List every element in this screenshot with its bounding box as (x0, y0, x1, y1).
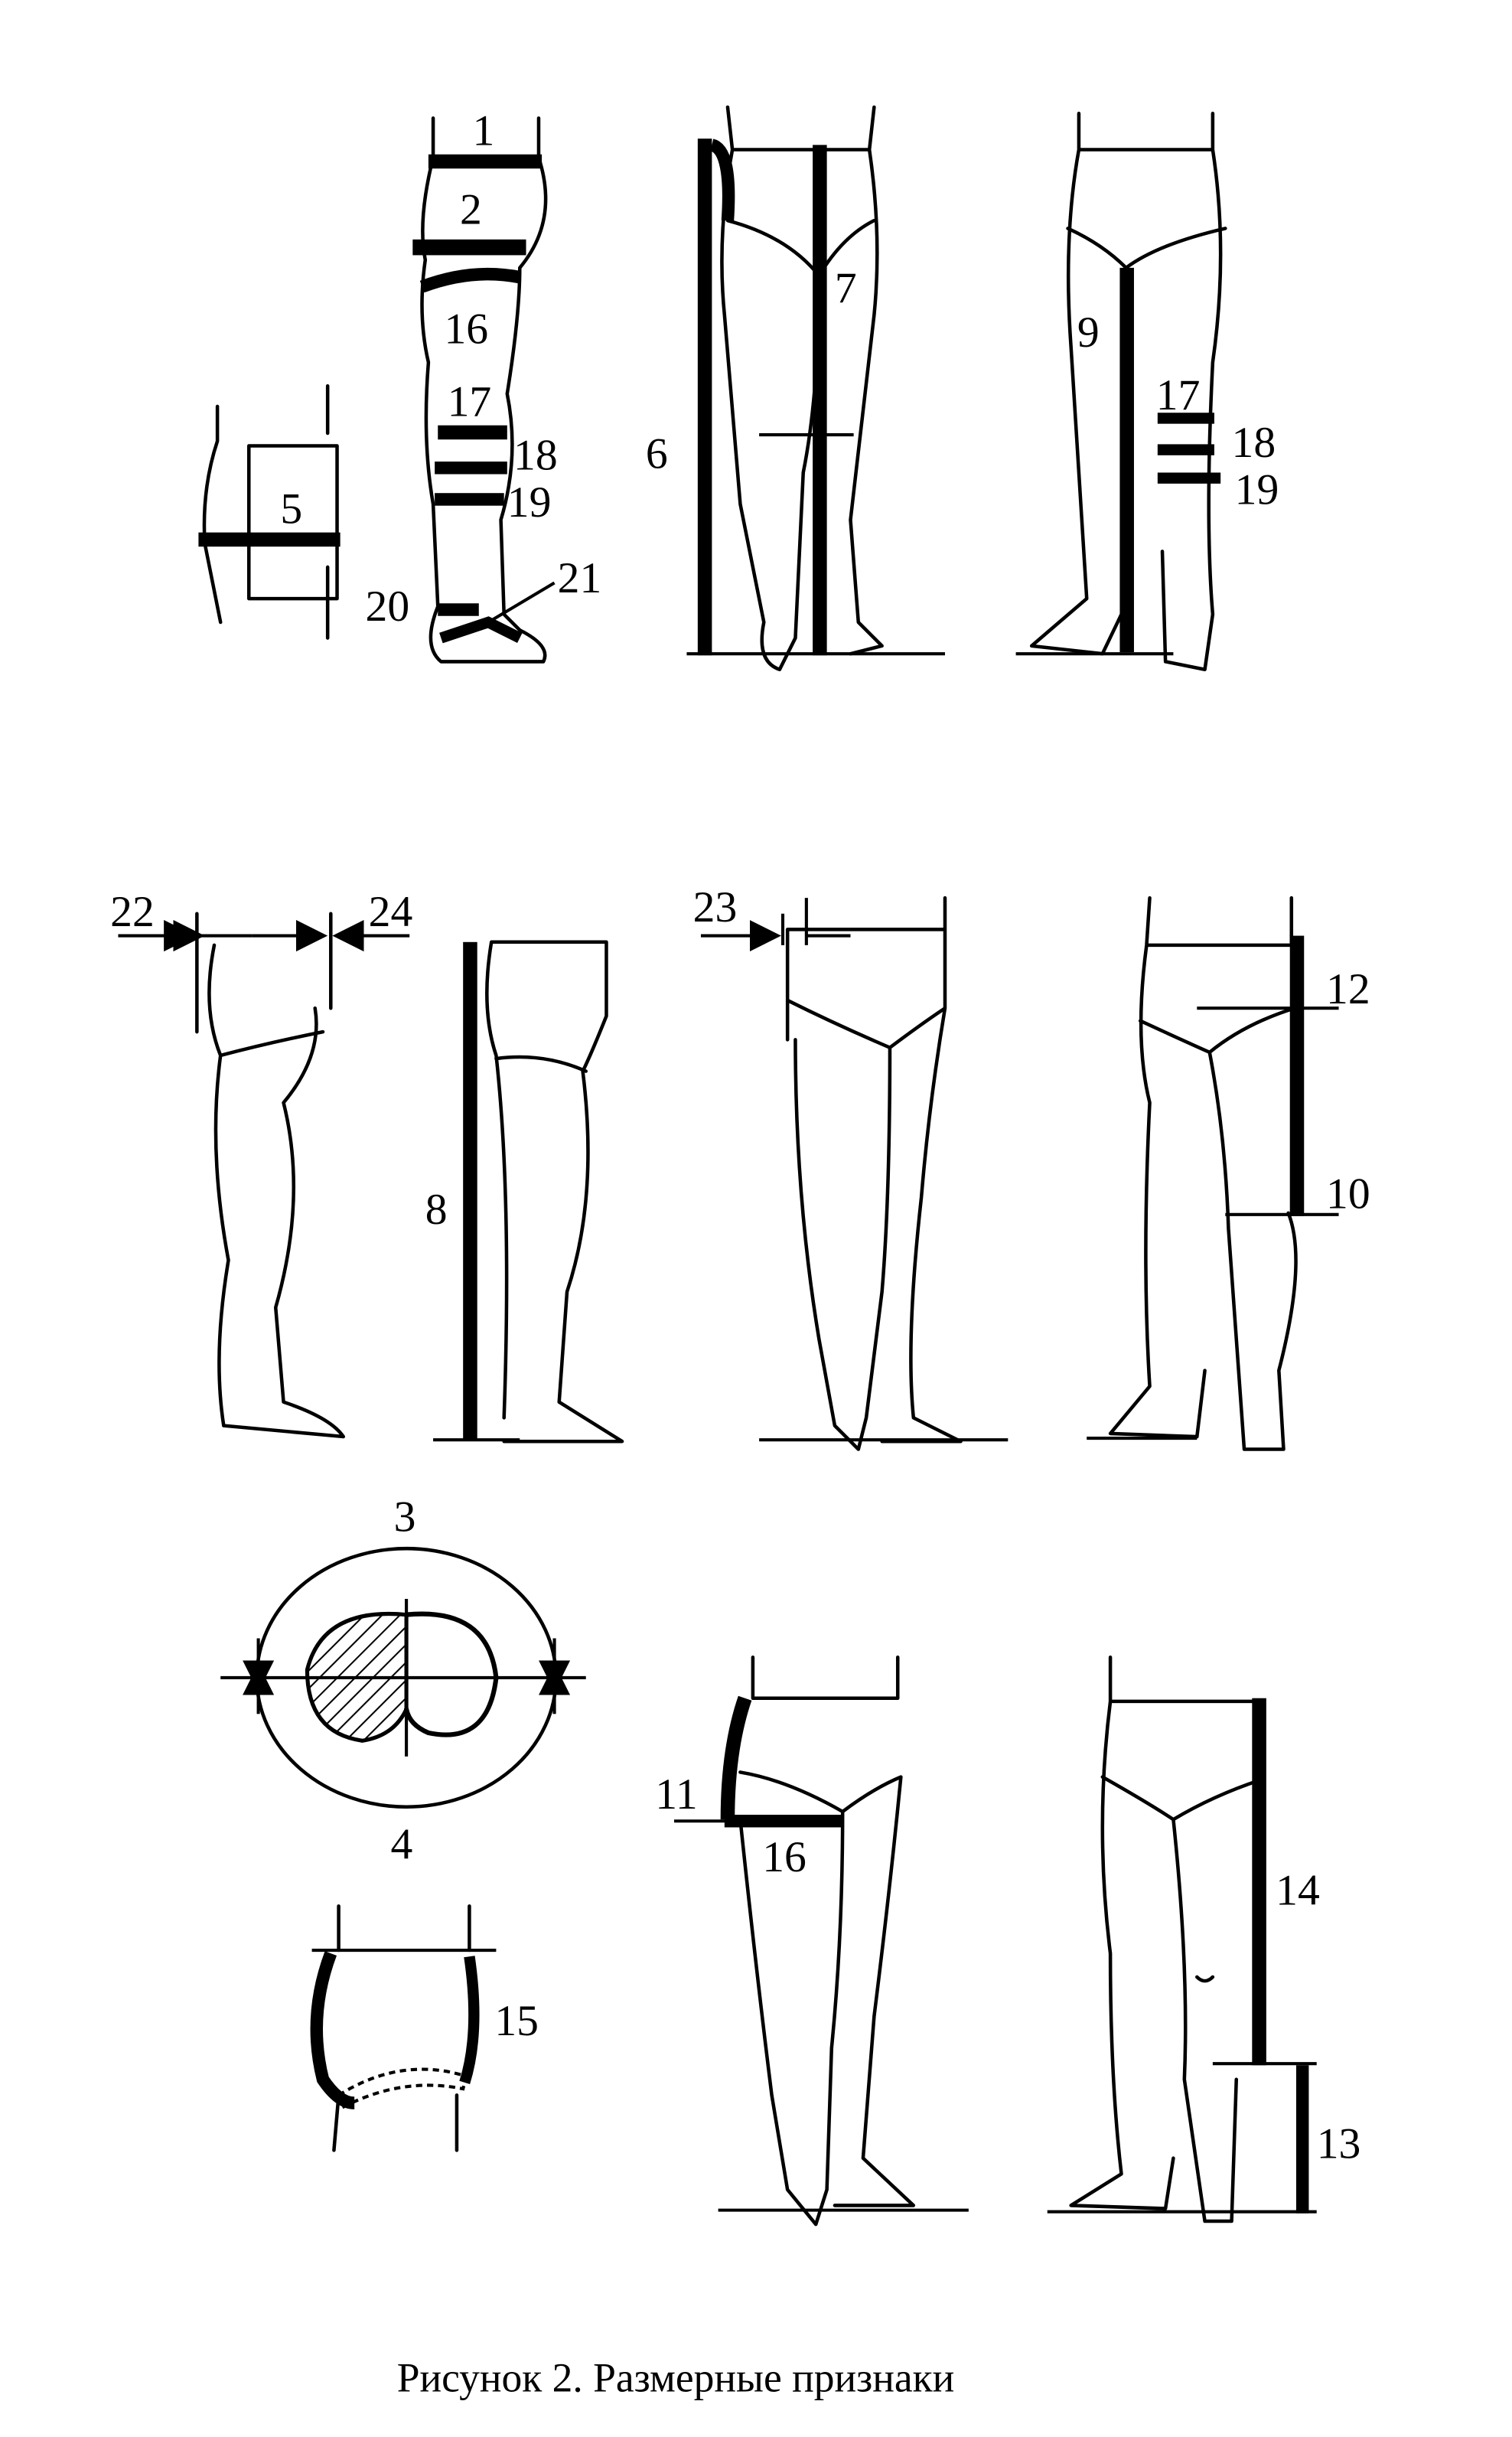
label-5: 5 (280, 484, 302, 533)
label-18: 18 (513, 431, 558, 479)
figure-front-legs-inner (1015, 111, 1227, 671)
label-17b: 17 (1156, 371, 1201, 419)
label-20: 20 (366, 582, 410, 631)
label-7: 7 (835, 264, 857, 312)
figure-side-leg-depth (118, 912, 410, 1439)
label-22: 22 (110, 888, 155, 936)
figure-cross-section (220, 1546, 586, 1809)
figure-side-leg-girths (198, 116, 556, 664)
label-16b: 16 (762, 1833, 807, 1881)
figure-caption: Рисунок 2. Размерные признаки (397, 2354, 955, 2400)
figure-front-legs-hip (673, 1655, 969, 2227)
label-9: 9 (1077, 308, 1100, 357)
label-19b: 19 (1235, 466, 1279, 514)
label-18b: 18 (1232, 419, 1276, 467)
label-19: 19 (507, 478, 552, 527)
figure-crotch-length (310, 1904, 497, 2152)
label-15: 15 (494, 1997, 539, 2045)
label-13: 13 (1317, 2120, 1361, 2168)
label-3: 3 (394, 1493, 416, 1541)
label-11: 11 (655, 1770, 697, 1819)
label-10: 10 (1326, 1170, 1370, 1218)
label-2: 2 (460, 185, 482, 233)
label-1: 1 (473, 106, 495, 155)
figure-front-legs-knee-height (1047, 1655, 1317, 2223)
label-17: 17 (448, 377, 492, 426)
figure-side-leg-height (433, 940, 624, 1444)
label-12: 12 (1326, 965, 1370, 1013)
label-24: 24 (369, 888, 413, 936)
label-6: 6 (646, 429, 668, 478)
figure-front-legs-width (700, 896, 1009, 1451)
label-14: 14 (1276, 1866, 1320, 1914)
label-4: 4 (391, 1821, 413, 1869)
figure-front-legs-thigh (1087, 896, 1339, 1451)
label-16: 16 (444, 305, 488, 354)
label-8: 8 (425, 1186, 448, 1234)
label-21: 21 (558, 554, 602, 602)
label-23: 23 (693, 883, 738, 931)
figure-front-legs-heights (686, 105, 945, 671)
